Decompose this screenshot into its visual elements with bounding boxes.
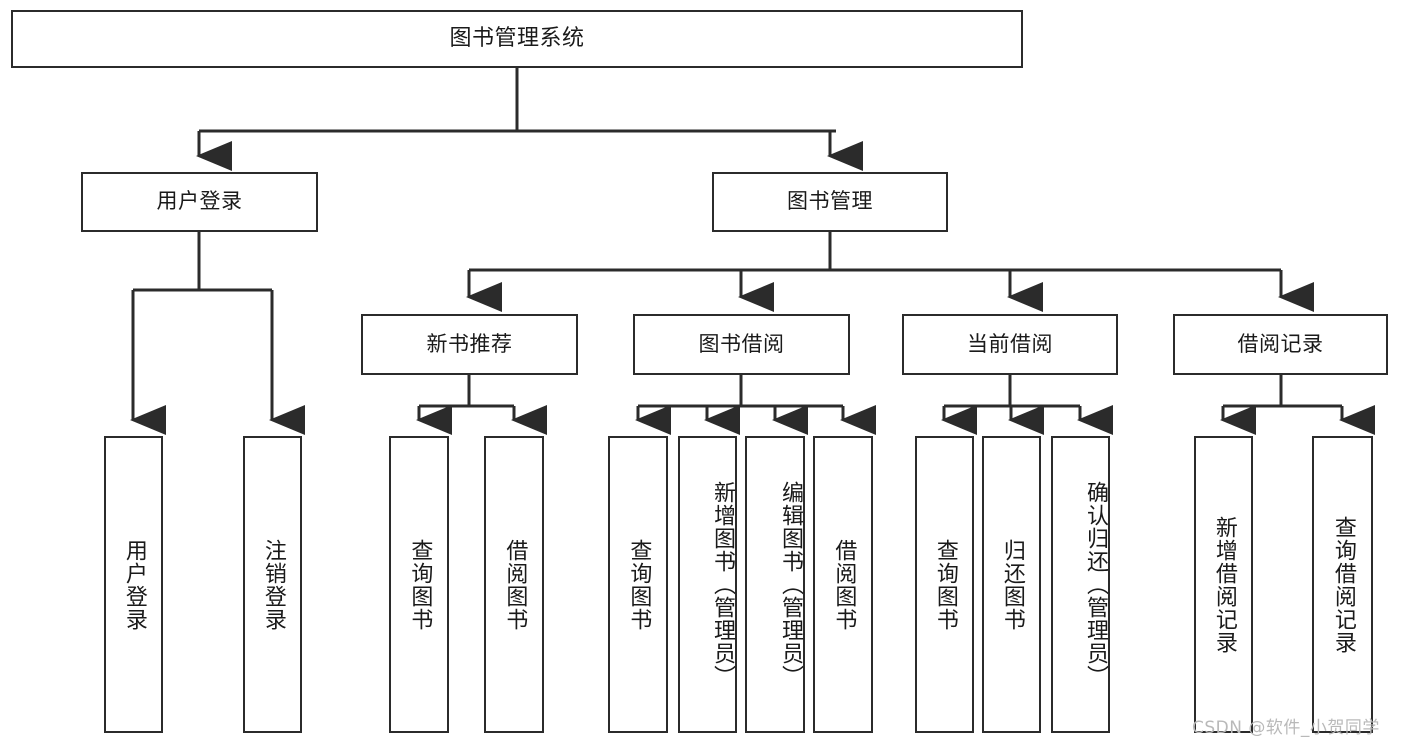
leaf-recommend-query-book[interactable]: 查询图书	[389, 436, 449, 733]
leaf-borrow-add-book-admin[interactable]: 新增图书（管理员）	[678, 436, 737, 733]
csdn-watermark: CSDN @软件_小贺同学	[1192, 718, 1380, 738]
leaf-user-login[interactable]: 用户登录	[104, 436, 163, 733]
leaf-current-return-book[interactable]: 归还图书	[982, 436, 1041, 733]
leaf-user-logout[interactable]: 注销登录	[243, 436, 302, 733]
node-book-management[interactable]: 图书管理	[712, 172, 948, 232]
leaf-borrow-edit-book-admin[interactable]: 编辑图书（管理员）	[745, 436, 805, 733]
node-root-system[interactable]: 图书管理系统	[11, 10, 1023, 68]
leaf-record-query-borrow-record[interactable]: 查询借阅记录	[1312, 436, 1373, 733]
node-book-borrow[interactable]: 图书借阅	[633, 314, 850, 375]
node-current-borrow[interactable]: 当前借阅	[902, 314, 1118, 375]
node-user-login[interactable]: 用户登录	[81, 172, 318, 232]
leaf-borrow-take-book[interactable]: 借阅图书	[813, 436, 873, 733]
leaf-record-add-borrow-record[interactable]: 新增借阅记录	[1194, 436, 1253, 733]
leaf-current-confirm-return-admin[interactable]: 确认归还（管理员）	[1051, 436, 1110, 733]
leaf-borrow-query-book[interactable]: 查询图书	[608, 436, 668, 733]
leaf-recommend-borrow-book[interactable]: 借阅图书	[484, 436, 544, 733]
leaf-current-query-book[interactable]: 查询图书	[915, 436, 974, 733]
node-new-book-recommend[interactable]: 新书推荐	[361, 314, 578, 375]
node-borrow-record[interactable]: 借阅记录	[1173, 314, 1388, 375]
